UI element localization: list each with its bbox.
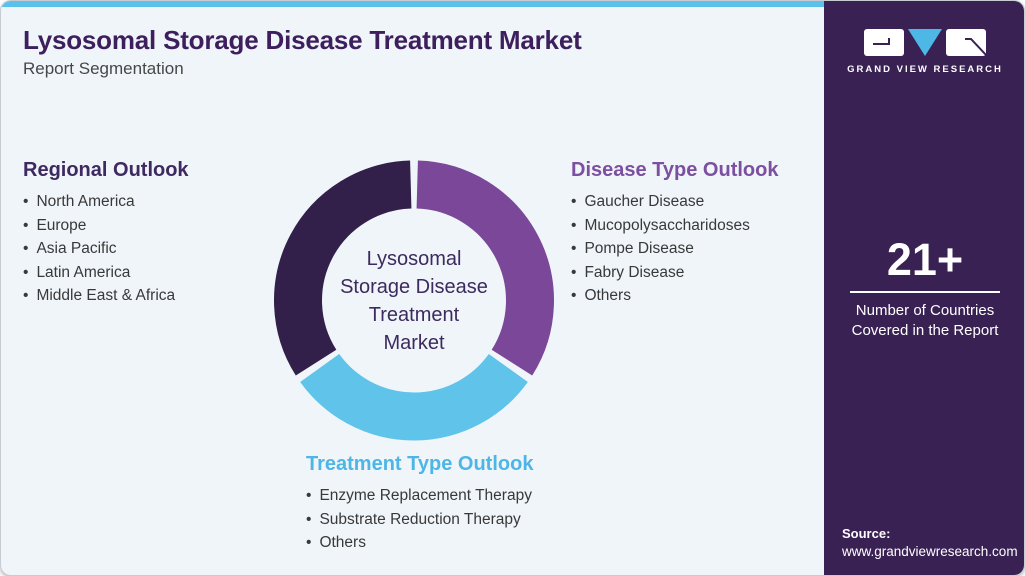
donut-chart-svg xyxy=(274,160,554,441)
list-item: Middle East & Africa xyxy=(23,284,189,308)
page-subtitle: Report Segmentation xyxy=(23,59,184,78)
logo-g-icon xyxy=(864,29,904,56)
countries-stat: 21+ Number of Countries Covered in the R… xyxy=(824,234,1024,342)
list-item: Others xyxy=(306,531,533,555)
stat-value: 21+ xyxy=(886,234,964,285)
list-item: Enzyme Replacement Therapy xyxy=(306,484,533,508)
top-accent-bar xyxy=(1,1,825,7)
stat-divider xyxy=(850,290,1000,293)
disease-type-outlook-title: Disease Type Outlook xyxy=(571,159,779,181)
list-item: Mucopolysaccharidoses xyxy=(571,214,778,238)
treatment-type-outlook-list: Enzyme Replacement Therapy Substrate Red… xyxy=(306,484,533,555)
list-item: Asia Pacific xyxy=(23,237,189,261)
source-block: Source: www.grandviewresearch.com xyxy=(842,526,1018,559)
source-label: Source: xyxy=(842,526,891,541)
treatment-type-outlook-section: Treatment Type Outlook Enzyme Replacemen… xyxy=(306,453,533,555)
donut-segment-regional xyxy=(274,160,413,376)
list-item: Substrate Reduction Therapy xyxy=(306,508,533,532)
donut-chart: Lysosomal Storage Disease Treatment Mark… xyxy=(274,160,554,441)
brand-name: GRAND VIEW RESEARCH xyxy=(847,64,1003,75)
list-item: Gaucher Disease xyxy=(571,190,778,214)
regional-outlook-section: Regional Outlook North America Europe As… xyxy=(23,159,189,308)
list-item: Others xyxy=(571,284,778,308)
page-title: Lysosomal Storage Disease Treatment Mark… xyxy=(23,25,582,55)
source-url-link[interactable]: www.grandviewresearch.com xyxy=(842,544,1018,559)
disease-type-outlook-section: Disease Type Outlook Gaucher Disease Muc… xyxy=(571,159,778,308)
list-item: Pompe Disease xyxy=(571,237,778,261)
logo-v-icon xyxy=(908,29,942,56)
donut-segment-disease-type xyxy=(415,160,554,376)
list-item: North America xyxy=(23,190,189,214)
list-item: Fabry Disease xyxy=(571,261,778,285)
regional-outlook-list: North America Europe Asia Pacific Latin … xyxy=(23,190,189,308)
logo-r-icon xyxy=(946,29,986,56)
brand-sidebar: GRAND VIEW RESEARCH 21+ Number of Countr… xyxy=(824,1,1024,575)
list-item: Latin America xyxy=(23,261,189,285)
list-item: Europe xyxy=(23,214,189,238)
logo-glyphs xyxy=(864,27,986,57)
disease-type-outlook-list: Gaucher Disease Mucopolysaccharidoses Po… xyxy=(571,190,778,308)
treatment-type-outlook-title: Treatment Type Outlook xyxy=(306,453,534,475)
regional-outlook-title: Regional Outlook xyxy=(23,159,189,181)
grand-view-research-logo: GRAND VIEW RESEARCH xyxy=(824,27,1024,75)
stat-label: Number of Countries Covered in the Repor… xyxy=(851,301,999,340)
donut-segment-treatment-type xyxy=(300,353,528,441)
